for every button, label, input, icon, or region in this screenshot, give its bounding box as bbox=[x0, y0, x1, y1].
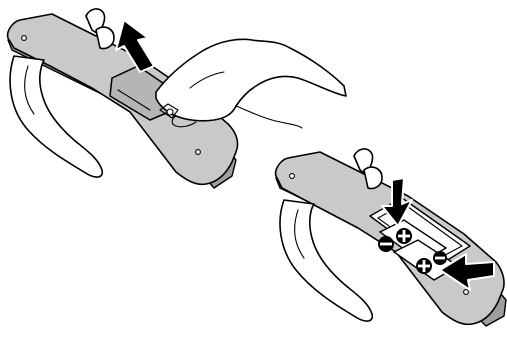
right-hand-1 bbox=[156, 39, 346, 128]
screw-icon bbox=[290, 174, 295, 179]
plus-symbol-icon bbox=[416, 258, 432, 274]
screw-icon bbox=[22, 36, 27, 41]
panel-insert-batteries bbox=[276, 149, 506, 326]
screw-icon bbox=[196, 150, 201, 155]
minus-symbol-icon bbox=[433, 251, 447, 265]
release-tab-icon bbox=[167, 109, 173, 115]
plus-symbol-icon bbox=[396, 228, 412, 244]
minus-symbol-icon bbox=[378, 236, 394, 252]
screw-icon bbox=[464, 290, 469, 295]
